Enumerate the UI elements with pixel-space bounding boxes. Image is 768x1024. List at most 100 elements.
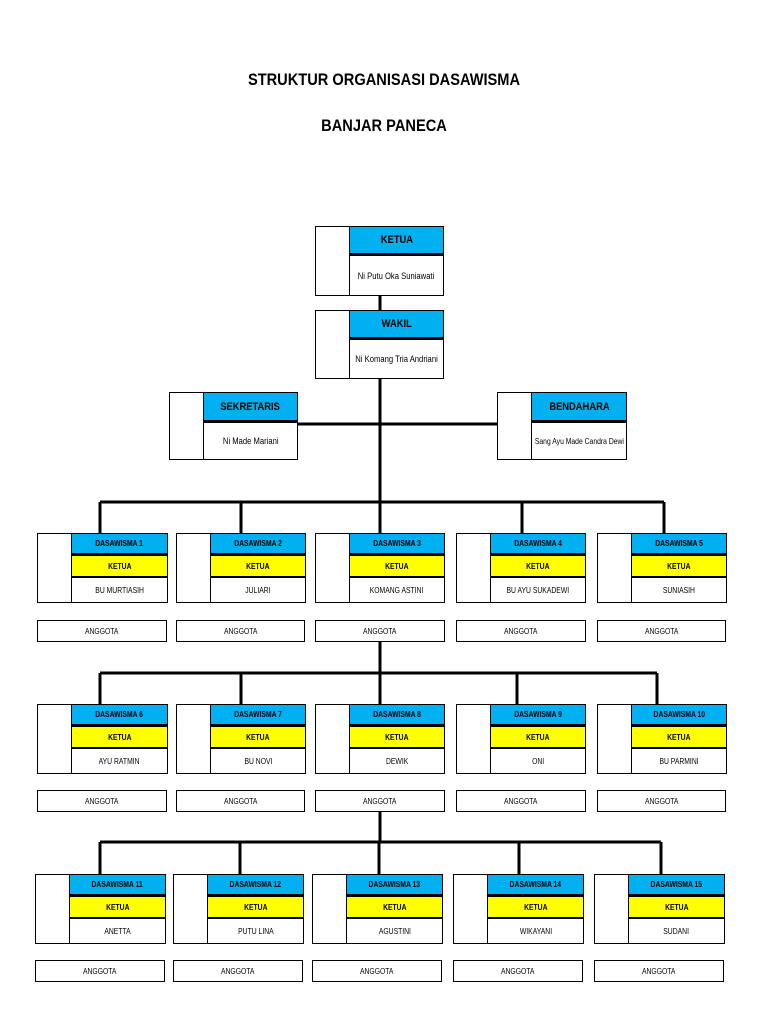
dasawisma-15-leader: SUDANI <box>663 926 690 936</box>
ketua-box: KETUA Ni Putu Oka Suniawati <box>315 226 444 296</box>
dasawisma-9-name: DASAWISMA 9 <box>514 710 562 719</box>
dasawisma-15-anggota: ANGGOTA <box>594 960 724 982</box>
wakil-role: WAKIL <box>381 318 412 330</box>
dasawisma-1-anggota: ANGGOTA <box>37 620 167 642</box>
dasawisma-10-role: KETUA <box>667 732 691 742</box>
dasawisma-6-anggota-label: ANGGOTA <box>85 796 119 806</box>
dasawisma-1-leader: BU MURTIASIH <box>95 585 144 595</box>
dasawisma-12-box: DASAWISMA 12 KETUA PUTU LINA <box>173 874 304 944</box>
dasawisma-6-box: DASAWISMA 6 KETUA AYU RATMIN <box>37 704 168 774</box>
dasawisma-2-anggota: ANGGOTA <box>176 620 305 642</box>
dasawisma-11-leader: ANETTA <box>104 926 131 936</box>
dasawisma-7-name: DASAWISMA 7 <box>234 710 282 719</box>
dasawisma-2-anggota-label: ANGGOTA <box>223 626 258 636</box>
dasawisma-14-anggota-label: ANGGOTA <box>501 966 535 976</box>
dasawisma-15-box: DASAWISMA 15 KETUA SUDANI <box>594 874 725 944</box>
dasawisma-5-role: KETUA <box>667 561 691 571</box>
dasawisma-15-role: KETUA <box>664 902 689 912</box>
dasawisma-13-anggota-label: ANGGOTA <box>360 966 394 976</box>
dasawisma-10-name: DASAWISMA 10 <box>653 710 705 719</box>
dasawisma-11-box: DASAWISMA 11 KETUA ANETTA <box>35 874 166 944</box>
dasawisma-2-role: KETUA <box>246 561 270 571</box>
dasawisma-15-anggota-label: ANGGOTA <box>642 966 676 976</box>
dasawisma-4-leader: BU AYU SUKADEWI <box>506 585 570 595</box>
dasawisma-1-role: KETUA <box>107 561 132 571</box>
dasawisma-2-name: DASAWISMA 2 <box>234 539 282 548</box>
ketua-role: KETUA <box>380 234 413 246</box>
dasawisma-6-leader: AYU RATMIN <box>99 756 140 766</box>
dasawisma-14-role: KETUA <box>523 902 548 912</box>
dasawisma-5-anggota: ANGGOTA <box>597 620 726 642</box>
dasawisma-4-box: DASAWISMA 4 KETUA BU AYU SUKADEWI <box>456 533 586 603</box>
dasawisma-5-box: DASAWISMA 5 KETUA SUNIASIH <box>597 533 727 603</box>
dasawisma-7-anggota-label: ANGGOTA <box>223 796 258 806</box>
dasawisma-6-anggota: ANGGOTA <box>37 790 167 812</box>
dasawisma-8-role: KETUA <box>385 732 409 742</box>
dasawisma-1-name: DASAWISMA 1 <box>95 539 144 548</box>
dasawisma-5-name: DASAWISMA 5 <box>655 539 703 548</box>
dasawisma-8-name: DASAWISMA 8 <box>373 710 421 719</box>
dasawisma-3-name: DASAWISMA 3 <box>373 539 421 548</box>
dasawisma-3-leader: KOMANG ASTINI <box>370 585 424 595</box>
dasawisma-6-name: DASAWISMA 6 <box>95 710 144 719</box>
dasawisma-3-anggota: ANGGOTA <box>315 620 445 642</box>
dasawisma-4-name: DASAWISMA 4 <box>514 539 562 548</box>
dasawisma-12-role: KETUA <box>243 902 268 912</box>
bendahara-name: Sang Ayu Made Candra Dewi <box>534 436 624 446</box>
dasawisma-4-anggota-label: ANGGOTA <box>504 626 538 636</box>
dasawisma-8-anggota-label: ANGGOTA <box>363 796 397 806</box>
dasawisma-5-anggota-label: ANGGOTA <box>644 626 679 636</box>
dasawisma-11-name: DASAWISMA 11 <box>91 880 144 889</box>
dasawisma-9-leader: ONI <box>531 756 545 766</box>
bendahara-role: BENDAHARA <box>548 400 610 413</box>
dasawisma-12-anggota: ANGGOTA <box>173 960 303 982</box>
dasawisma-4-anggota: ANGGOTA <box>456 620 586 642</box>
dasawisma-11-anggota: ANGGOTA <box>35 960 165 982</box>
dasawisma-13-role: KETUA <box>382 902 407 912</box>
dasawisma-10-box: DASAWISMA 10 KETUA BU PARMINI <box>597 704 727 774</box>
dasawisma-3-anggota-label: ANGGOTA <box>363 626 397 636</box>
dasawisma-9-box: DASAWISMA 9 KETUA ONI <box>456 704 586 774</box>
dasawisma-11-role: KETUA <box>105 902 130 912</box>
dasawisma-7-role: KETUA <box>246 732 270 742</box>
dasawisma-10-leader: BU PARMINI <box>659 756 699 766</box>
dasawisma-14-anggota: ANGGOTA <box>453 960 583 982</box>
dasawisma-8-anggota: ANGGOTA <box>315 790 445 812</box>
sekretaris-role: SEKRETARIS <box>220 400 281 413</box>
wakil-name: Ni Komang Tria Andriani <box>355 354 438 364</box>
dasawisma-7-box: DASAWISMA 7 KETUA BU NOVI <box>176 704 306 774</box>
dasawisma-7-leader: BU NOVI <box>244 756 272 766</box>
dasawisma-13-anggota: ANGGOTA <box>312 960 442 982</box>
dasawisma-13-box: DASAWISMA 13 KETUA AGUSTINI <box>312 874 443 944</box>
dasawisma-2-box: DASAWISMA 2 KETUA JULIARI <box>176 533 306 603</box>
dasawisma-12-name: DASAWISMA 12 <box>229 880 282 889</box>
dasawisma-9-anggota: ANGGOTA <box>456 790 586 812</box>
page-subtitle: BANJAR PANECA <box>321 116 447 135</box>
dasawisma-10-anggota: ANGGOTA <box>597 790 726 812</box>
dasawisma-6-role: KETUA <box>107 732 132 742</box>
dasawisma-14-leader: WIKAYANI <box>519 926 552 936</box>
sekretaris-name: Ni Made Mariani <box>222 436 279 446</box>
dasawisma-3-role: KETUA <box>385 561 409 571</box>
dasawisma-1-box: DASAWISMA 1 KETUA BU MURTIASIH <box>37 533 168 603</box>
dasawisma-14-name: DASAWISMA 14 <box>509 880 562 889</box>
dasawisma-3-box: DASAWISMA 3 KETUA KOMANG ASTINI <box>315 533 445 603</box>
dasawisma-1-anggota-label: ANGGOTA <box>85 626 119 636</box>
ketua-name: Ni Putu Oka Suniawati <box>358 270 435 281</box>
dasawisma-13-name: DASAWISMA 13 <box>368 880 421 889</box>
page-title: STRUKTUR ORGANISASI DASAWISMA <box>247 70 521 89</box>
dasawisma-9-anggota-label: ANGGOTA <box>504 796 538 806</box>
dasawisma-11-anggota-label: ANGGOTA <box>83 966 117 976</box>
dasawisma-15-name: DASAWISMA 15 <box>650 880 703 889</box>
dasawisma-2-leader: JULIARI <box>245 585 271 595</box>
dasawisma-10-anggota-label: ANGGOTA <box>644 796 679 806</box>
dasawisma-9-role: KETUA <box>526 732 550 742</box>
dasawisma-12-leader: PUTU LINA <box>237 926 274 936</box>
dasawisma-4-role: KETUA <box>526 561 550 571</box>
wakil-box: WAKIL Ni Komang Tria Andriani <box>315 310 444 379</box>
dasawisma-7-anggota: ANGGOTA <box>176 790 305 812</box>
dasawisma-5-leader: SUNIASIH <box>662 585 696 595</box>
dasawisma-12-anggota-label: ANGGOTA <box>221 966 255 976</box>
sekretaris-box: SEKRETARIS Ni Made Mariani <box>169 392 298 460</box>
